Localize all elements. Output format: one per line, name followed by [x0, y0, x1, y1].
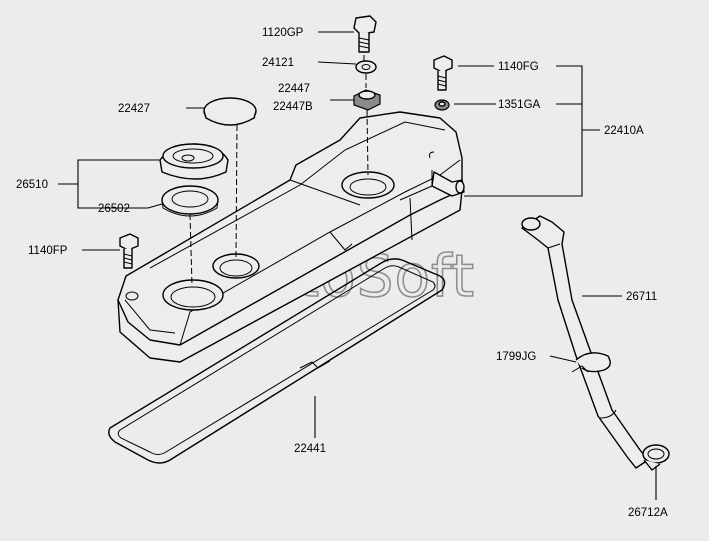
- plug-22427: [203, 97, 257, 126]
- label-22441: 22441: [294, 443, 326, 455]
- label-1140FP: 1140FP: [28, 245, 68, 257]
- grommet-22447: [353, 89, 381, 111]
- label-1799JG: 1799JG: [496, 351, 536, 363]
- clip-1799JG: [571, 352, 611, 373]
- filler-cap-26510: [159, 143, 229, 180]
- part-labels: 1120GP 24121 22447 22447B 22427 26510 26…: [16, 27, 668, 519]
- label-22410A: 22410A: [604, 125, 644, 137]
- breather-hose-26711: [521, 215, 649, 469]
- label-1140FG: 1140FG: [498, 61, 539, 73]
- cap-gasket-26502: [161, 185, 219, 217]
- label-1351GA: 1351GA: [498, 99, 541, 111]
- washer-1351GA: [434, 99, 450, 111]
- bolt-1140FP: [119, 233, 139, 269]
- assembly-lines: [189, 55, 369, 286]
- label-24121: 24121: [262, 57, 294, 69]
- leader-lines: [58, 31, 657, 500]
- label-26712A: 26712A: [628, 507, 668, 519]
- bolt-1120GP: [353, 15, 377, 53]
- bolt-1140FG: [433, 55, 453, 91]
- label-26711: 26711: [626, 291, 657, 303]
- gasket-22441: [108, 258, 446, 464]
- washer-24121: [355, 60, 377, 74]
- rocker-cover-22410A: [117, 111, 465, 363]
- label-22447B: 22447B: [273, 101, 313, 113]
- hose-clamp-26712A: [642, 444, 670, 471]
- label-22447: 22447: [278, 83, 310, 95]
- label-26502: 26502: [98, 203, 130, 215]
- label-22427: 22427: [118, 103, 150, 115]
- label-1120GP: 1120GP: [262, 27, 304, 39]
- label-26510: 26510: [16, 179, 48, 191]
